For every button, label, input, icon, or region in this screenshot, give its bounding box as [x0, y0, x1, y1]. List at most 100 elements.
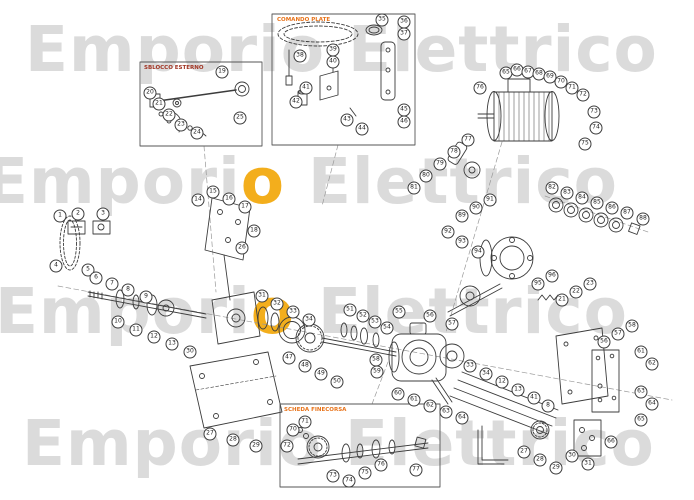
part-callout: 73: [587, 105, 601, 119]
base-plate: [189, 351, 283, 429]
part-callout: 85: [590, 196, 604, 210]
part-callout: 27: [203, 427, 217, 441]
part-callout: 53: [368, 315, 382, 329]
part-callout: 2: [71, 207, 85, 221]
part-callout: 50: [330, 375, 344, 389]
part-callout: 74: [342, 474, 356, 488]
part-callout: 73: [326, 469, 340, 483]
part-callout: 91: [483, 193, 497, 207]
part-callout: 88: [636, 212, 650, 226]
part-callout: 8: [121, 283, 135, 297]
part-callout: 75: [358, 466, 372, 480]
part-callout: 61: [407, 393, 421, 407]
part-callout: 57: [611, 327, 625, 341]
part-callout: 90: [469, 201, 483, 215]
part-callout: 51: [343, 303, 357, 317]
part-callout: 14: [191, 193, 205, 207]
part-callout: 62: [423, 399, 437, 413]
part-callout: 29: [549, 461, 563, 475]
gearbox-housing: [388, 322, 465, 405]
part-callout: 65: [634, 413, 648, 427]
part-callout: 16: [222, 192, 236, 206]
drive-chain: [59, 215, 81, 271]
part-callout: 31: [255, 289, 269, 303]
part-callout: 63: [439, 405, 453, 419]
part-callout: 95: [531, 277, 545, 291]
part-callout: 80: [419, 169, 433, 183]
part-callout: 58: [625, 319, 639, 333]
part-callout: 15: [206, 185, 220, 199]
part-callout: 47: [282, 351, 296, 365]
part-callout: 33: [463, 359, 477, 373]
part-callout: 92: [441, 225, 455, 239]
part-callout: 33: [286, 305, 300, 319]
hardware-kit-boxes: [67, 220, 111, 235]
part-callout: 11: [129, 323, 143, 337]
part-callout: 57: [445, 317, 459, 331]
part-callout: 31: [581, 457, 595, 471]
part-callout: 34: [302, 313, 316, 327]
support-bracket: [204, 197, 251, 301]
part-callout: 18: [247, 224, 261, 238]
part-callout: 30: [183, 345, 197, 359]
part-callout: 59: [370, 365, 384, 379]
part-callout: 28: [226, 433, 240, 447]
part-callout: 41: [527, 391, 541, 405]
part-callout: 71: [298, 415, 312, 429]
part-callout: 23: [583, 277, 597, 291]
part-callout: 28: [533, 453, 547, 467]
part-callout: 77: [461, 133, 475, 147]
part-callout: 41: [299, 81, 313, 95]
part-callout: 19: [215, 65, 229, 79]
part-callout: 64: [645, 397, 659, 411]
part-callout: 75: [578, 137, 592, 151]
part-callout: 22: [569, 285, 583, 299]
pivot-block: [211, 291, 261, 345]
part-callout: 79: [433, 157, 447, 171]
part-callout: 12: [495, 375, 509, 389]
part-callout: 72: [280, 439, 294, 453]
part-callout: 22: [162, 108, 176, 122]
part-callout: 13: [165, 337, 179, 351]
part-callout: 30: [565, 449, 579, 463]
part-callout: 46: [397, 115, 411, 129]
part-callout: 83: [560, 186, 574, 200]
part-callout: 67: [521, 65, 535, 79]
part-callout: 66: [604, 435, 618, 449]
part-callout: 70: [286, 423, 300, 437]
part-callout: 74: [589, 121, 603, 135]
part-callout: 38: [293, 49, 307, 63]
part-callout: 21: [152, 97, 166, 111]
part-callout: 71: [565, 81, 579, 95]
part-callout: 89: [455, 209, 469, 223]
part-callout: 43: [340, 113, 354, 127]
electric-motor: [447, 78, 560, 179]
part-callout: 86: [605, 201, 619, 215]
part-callout: 23: [174, 118, 188, 132]
part-callout: 60: [391, 387, 405, 401]
part-callout: 94: [471, 245, 485, 259]
part-callout: 4: [49, 259, 63, 273]
part-callout: 1: [53, 209, 67, 223]
part-callout: 81: [407, 181, 421, 195]
part-callout: 84: [575, 191, 589, 205]
part-callout: 37: [397, 27, 411, 41]
part-callout: 27: [517, 445, 531, 459]
part-callout: 52: [356, 309, 370, 323]
bearing-row: [548, 197, 641, 235]
inset-limit-shaft-label: SCHEDA FINECORSA: [284, 407, 347, 413]
part-callout: 61: [634, 345, 648, 359]
part-callout: 25: [233, 111, 247, 125]
part-callout: 93: [455, 235, 469, 249]
part-callout: 45: [397, 103, 411, 117]
part-callout: 44: [355, 122, 369, 136]
part-callout: 20: [143, 86, 157, 100]
part-callout: 40: [326, 55, 340, 69]
part-callout: 77: [409, 463, 423, 477]
part-callout: 62: [645, 357, 659, 371]
part-callout: 10: [111, 315, 125, 329]
watermark-text: Emporio Elettrico: [22, 407, 655, 480]
